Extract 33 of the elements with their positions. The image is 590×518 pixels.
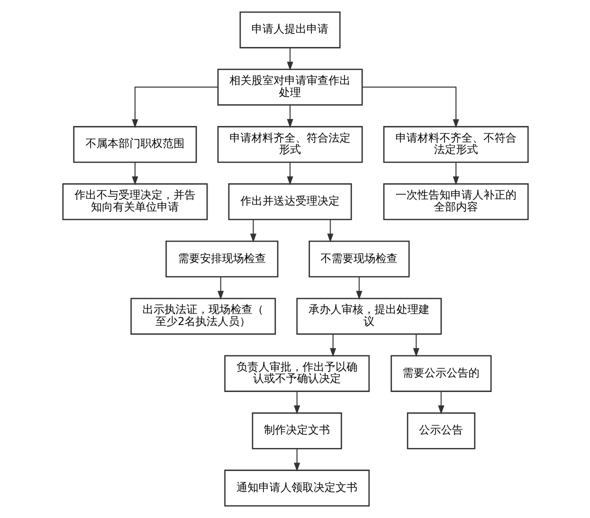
arrow [438,390,444,414]
node-box: 需要公示公告的 [390,355,492,392]
arrow [131,86,218,128]
node-box: 出示执法证，现场检查（至少2名执法人员） [130,298,276,335]
node-box: 申请材料不齐全、不符合法定形式 [382,126,528,163]
arrow [286,47,293,71]
node-box: 一次性告知申请人补正的全部内容 [382,183,528,220]
node-box: 相关股室对申请审查作出处理 [216,68,362,106]
node-box: 负责人审批，作出予以确认或不予确认决定 [224,355,370,392]
arrow [250,219,256,242]
arrow [217,276,224,300]
node-box: 承办人审核，提出处理建议 [296,298,442,335]
arrow [356,276,362,300]
arrow [329,334,336,358]
arrow [286,162,293,186]
arrow [293,390,300,414]
node-box: 作出不与受理决定，并告知向有关单位申请 [62,183,208,220]
arrow [326,219,333,242]
arrow [412,334,419,358]
node-box: 制作决定文书 [251,412,342,450]
node-box: 作出并送达受理决定 [228,183,352,220]
node-box: 不需要现场检查 [308,240,410,278]
arrow [131,162,138,186]
node-box: 公示公告 [406,412,475,450]
node-box: 通知申请人领取决定文书 [224,470,370,507]
arrow [286,104,293,128]
node-box: 需要安排现场检查 [165,240,278,278]
node-box: 不属本部门职权范围 [72,126,196,163]
node-box: 申请人提出申请 [239,11,340,48]
arrow [361,86,459,128]
node-box: 申请材料齐全、符合法定形式 [216,126,362,163]
arrow [293,448,300,472]
arrow [452,162,459,186]
